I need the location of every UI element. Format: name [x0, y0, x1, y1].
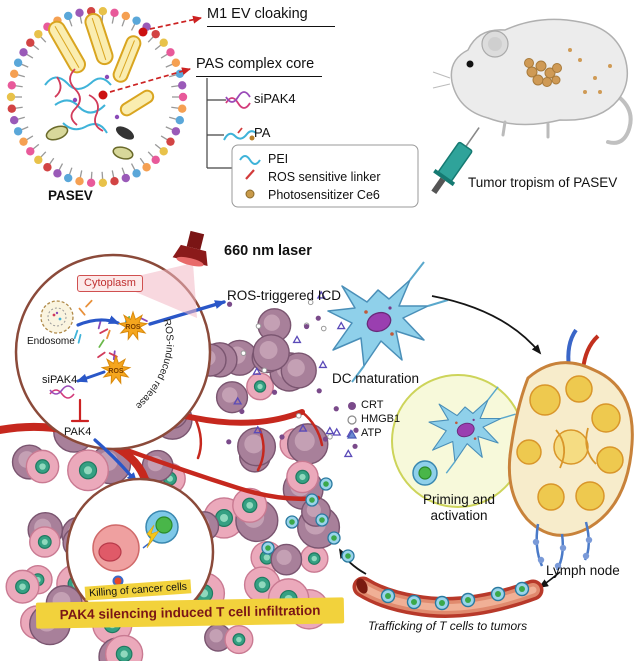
callout-arrows [109, 15, 202, 93]
ros-star-label: ROS [125, 324, 141, 331]
pas-core-label: PAS complex core [196, 56, 322, 77]
callout-dot [138, 27, 148, 37]
sirna-strands [54, 68, 104, 132]
component-bracket [206, 78, 232, 169]
mouse-body [450, 18, 629, 126]
m1-cloaking-label: M1 EV cloaking [207, 6, 335, 27]
ros-star-icons [100, 310, 149, 385]
pei-label: PEI [268, 152, 289, 166]
icd-label: ROS-triggered ICD [227, 288, 342, 303]
ce6-icon [245, 189, 255, 199]
protein-tubes [48, 12, 155, 117]
pasev-nanoparticle [6, 7, 188, 187]
sipak4-cell-label: siPAK4 [42, 374, 78, 386]
laser-label: 660 nm laser [224, 243, 312, 259]
pa-label: PA [254, 125, 271, 140]
priming-label: Priming and activation [422, 492, 496, 523]
trafficking-vessel [352, 576, 544, 618]
lightning-icon [146, 524, 160, 549]
lymph-node-label: Lymph node [546, 563, 620, 578]
crt-label: CRT [361, 399, 384, 411]
sipak4-label: siPAK4 [254, 91, 296, 106]
endosome-icon [40, 300, 74, 334]
damp-particles [226, 290, 359, 458]
laser-lamp-icon [172, 230, 208, 267]
pei-icon [239, 155, 261, 165]
hmgb1-label: HMGB1 [361, 413, 401, 425]
mouse-eye [466, 60, 474, 68]
infiltration-banner: PAK4 silencing induced T cell infiltrati… [35, 597, 345, 629]
priming-circle [391, 374, 525, 508]
pak4-label: PAK4 [64, 426, 92, 438]
lipid-ring [6, 7, 188, 187]
tumor-on-mouse [524, 58, 562, 87]
trafficking-label: Trafficking of T cells to tumors [368, 619, 528, 633]
circulating-particles [568, 48, 612, 94]
pa-polymer-icon [223, 127, 257, 141]
lymph-node [507, 328, 634, 571]
mouse-tail [606, 96, 633, 145]
pasev-label: PASEV [48, 188, 93, 203]
dendritic-cell [327, 261, 449, 383]
damp-legend-markers [346, 402, 358, 439]
ce6-label: Photosensitizer Ce6 [268, 188, 380, 202]
pak4-inhibition-icon [70, 398, 90, 423]
t-cells-in-vessel [380, 581, 530, 611]
infiltrating-t-cells [261, 477, 355, 563]
cell-mechanism-circle: ROS ROS ROS-induced release [14, 253, 226, 484]
sipak4-helix-icon-top [225, 91, 251, 109]
tumor-tropism-caption: Tumor tropism of PASEV [468, 175, 618, 190]
component-legend-box [231, 144, 419, 208]
dc-maturation-label: DC maturation [332, 371, 420, 386]
ros-linker-label: ROS sensitive linker [268, 170, 381, 184]
sipak4-helix-icon [49, 385, 75, 399]
membrane-protein [112, 146, 134, 160]
syringe-icon [431, 127, 480, 195]
endosome-label: Endosome [27, 336, 75, 347]
ros-linker-icon [245, 169, 255, 180]
membrane-protein [115, 126, 135, 140]
cytoplasm-label: Cytoplasm [77, 275, 143, 292]
mouse-illustration [432, 18, 633, 145]
callout-dot [98, 90, 108, 100]
ros-star-label: ROS [108, 368, 124, 375]
membrane-protein [45, 125, 69, 141]
atp-label: ATP [361, 427, 382, 439]
laser-beam [112, 263, 197, 318]
